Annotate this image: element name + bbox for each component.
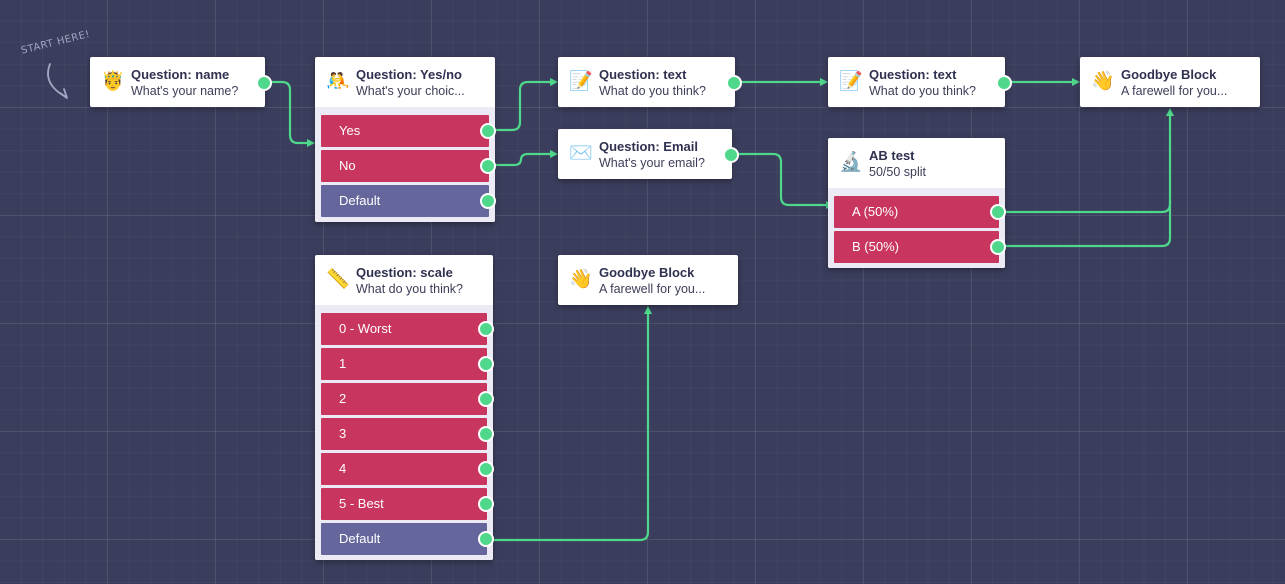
branch-list: Yes No Default: [315, 107, 496, 222]
node-title: Goodbye Block: [1121, 67, 1217, 82]
waving-hand-emoji-icon: 👋: [569, 269, 593, 290]
node-ab-test[interactable]: 🔬 AB test 50/50 split A (50%) B (50%): [828, 138, 1006, 268]
wire-yes-to-text: [485, 78, 558, 132]
branch-default[interactable]: Default: [321, 185, 496, 217]
wire-a-to-goodbye: [998, 108, 1174, 214]
branch-1[interactable]: 1: [321, 348, 494, 380]
node-question-name[interactable]: 🤴 Question: name What's your name?: [90, 57, 272, 107]
branch-label: No: [339, 158, 356, 173]
node-subtitle: A farewell for you...: [599, 282, 706, 296]
branch-label: 0 - Worst: [339, 321, 392, 336]
branch-list: A (50%) B (50%): [828, 188, 1006, 268]
node-title: Question: text: [869, 67, 957, 82]
output-port[interactable]: [256, 75, 272, 91]
node-title: Question: scale: [356, 265, 453, 280]
output-port[interactable]: [990, 204, 1006, 220]
node-subtitle: A farewell for you...: [1121, 84, 1228, 98]
branch-label: 3: [339, 426, 347, 441]
output-port[interactable]: [723, 147, 739, 163]
microscope-emoji-icon: 🔬: [839, 152, 863, 173]
node-subtitle: What do you think?: [599, 84, 707, 98]
ruler-emoji-icon: 📏: [326, 269, 350, 290]
output-port[interactable]: [480, 123, 496, 139]
output-port[interactable]: [478, 356, 494, 372]
wrestlers-emoji-icon: 🤼: [326, 71, 350, 92]
node-title: AB test: [869, 148, 915, 163]
output-port[interactable]: [480, 158, 496, 174]
output-port[interactable]: [478, 531, 494, 547]
node-question-text-1[interactable]: 📝 Question: text What do you think?: [558, 57, 742, 107]
curved-arrow-icon: [47, 63, 68, 99]
branch-3[interactable]: 3: [321, 418, 494, 450]
branch-label: 1: [339, 356, 347, 371]
branch-list: 0 - Worst 1 2 3 4 5 - Best Default: [315, 305, 494, 560]
memo-emoji-icon: 📝: [569, 71, 593, 92]
node-subtitle: What's your choic...: [356, 84, 465, 98]
branch-label: Default: [339, 531, 381, 546]
output-port[interactable]: [480, 193, 496, 209]
node-subtitle: What do you think?: [869, 84, 977, 98]
wire-b-to-goodbye: [998, 200, 1172, 248]
node-title: Question: Email: [599, 139, 698, 154]
wire-name-to-yesno: [264, 80, 315, 147]
node-goodbye-block-2[interactable]: 👋 Goodbye Block A farewell for you...: [558, 255, 738, 305]
node-question-email[interactable]: ✉️ Question: Email What's your email?: [558, 129, 739, 179]
prince-emoji-icon: 🤴: [101, 71, 125, 92]
branch-a[interactable]: A (50%): [834, 196, 1006, 228]
wire-email-to-abtest: [732, 152, 834, 209]
output-port[interactable]: [478, 496, 494, 512]
branch-yes[interactable]: Yes: [321, 115, 496, 147]
branch-label: Yes: [339, 123, 361, 138]
branch-0-worst[interactable]: 0 - Worst: [321, 313, 494, 345]
node-question-scale[interactable]: 📏 Question: scale What do you think? 0 -…: [315, 255, 494, 560]
output-port[interactable]: [478, 391, 494, 407]
branch-label: B (50%): [852, 239, 899, 254]
waving-hand-emoji-icon: 👋: [1091, 71, 1115, 92]
branch-label: 2: [339, 391, 347, 406]
node-title: Goodbye Block: [599, 265, 695, 280]
branch-label: A (50%): [852, 204, 899, 219]
branch-4[interactable]: 4: [321, 453, 494, 485]
branch-default[interactable]: Default: [321, 523, 494, 555]
branch-b[interactable]: B (50%): [834, 231, 1006, 263]
envelope-emoji-icon: ✉️: [569, 143, 593, 164]
node-subtitle: What do you think?: [356, 282, 464, 296]
output-port[interactable]: [996, 75, 1012, 91]
branch-label: 4: [339, 461, 347, 476]
node-subtitle: 50/50 split: [869, 165, 926, 179]
branch-label: 5 - Best: [339, 496, 384, 511]
node-question-yesno[interactable]: 🤼 Question: Yes/no What's your choic... …: [315, 57, 496, 222]
wire-default-to-goodbye: [485, 306, 652, 542]
output-port[interactable]: [478, 461, 494, 477]
output-port[interactable]: [478, 426, 494, 442]
memo-emoji-icon: 📝: [839, 71, 863, 92]
node-subtitle: What's your name?: [131, 84, 239, 98]
node-title: Question: Yes/no: [356, 67, 462, 82]
branch-no[interactable]: No: [321, 150, 496, 182]
output-port[interactable]: [478, 321, 494, 337]
branch-2[interactable]: 2: [321, 383, 494, 415]
node-subtitle: What's your email?: [599, 156, 705, 170]
node-title: Question: text: [599, 67, 687, 82]
output-port[interactable]: [990, 239, 1006, 255]
branch-5-best[interactable]: 5 - Best: [321, 488, 494, 520]
node-title: Question: name: [131, 67, 230, 82]
output-port[interactable]: [726, 75, 742, 91]
node-goodbye-block-1[interactable]: 👋 Goodbye Block A farewell for you...: [1080, 57, 1260, 107]
branch-label: Default: [339, 193, 381, 208]
start-here-note: START HERE!: [20, 29, 91, 110]
node-question-text-2[interactable]: 📝 Question: text What do you think?: [828, 57, 1012, 107]
